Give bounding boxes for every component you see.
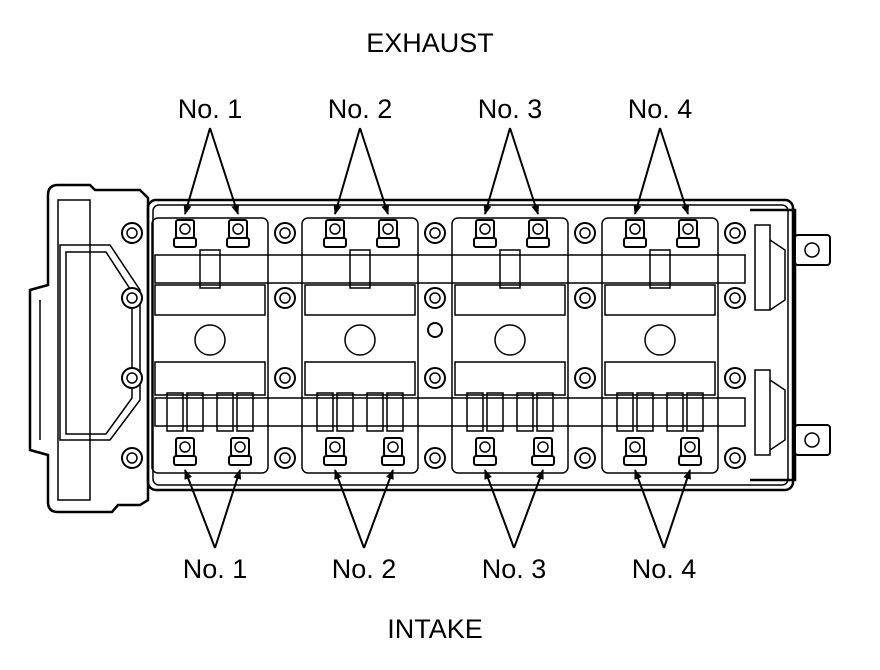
intake-cylinder-2-label: No. 2	[332, 554, 397, 584]
exhaust-valve-3a	[473, 219, 497, 248]
mounting-tab-top	[794, 234, 831, 266]
exhaust-arrow-1a	[183, 127, 211, 215]
head-bolt-11	[424, 367, 446, 389]
head-bolt-2	[121, 287, 143, 309]
intake-arrow-1a	[184, 469, 216, 549]
intake-camshaft	[154, 397, 746, 427]
cylinder-sections	[151, 217, 719, 474]
head-bolt-3	[121, 367, 143, 389]
intake-cylinder-1-label: No. 1	[183, 554, 248, 584]
head-bolt-1	[121, 222, 143, 244]
exhaust-valve-4b	[676, 219, 700, 248]
head-bolt-4	[121, 447, 143, 469]
head-bolt-8	[274, 447, 296, 469]
intake-arrow-4a	[634, 469, 665, 549]
intake-valve-4b	[678, 437, 702, 466]
exhaust-arrow-4a	[633, 127, 661, 215]
intake-side-label: INTAKE	[387, 614, 483, 644]
intake-valve-3b	[531, 437, 555, 466]
intake-arrow-2a	[334, 469, 365, 549]
intake-arrow-3b	[513, 469, 544, 549]
head-bolt-13	[574, 222, 596, 244]
intake-cylinder-3-label: No. 3	[482, 554, 547, 584]
exhaust-arrow-4b	[659, 127, 690, 215]
exhaust-valve-3b	[526, 219, 550, 248]
exhaust-arrow-3b	[509, 127, 540, 215]
intake-valve-2a	[323, 437, 347, 466]
intake-valve-1a	[173, 437, 197, 466]
pointer-arrows	[183, 127, 691, 549]
exhaust-valve-4a	[623, 219, 647, 248]
spark-plug-bore-3	[494, 324, 526, 356]
exhaust-side-label: EXHAUST	[366, 28, 494, 58]
cylinder-head-housing	[28, 183, 797, 514]
head-bolt-12	[424, 447, 446, 469]
spark-plug-bore-1	[194, 324, 226, 356]
valve-adjusters	[173, 219, 702, 466]
cylinder-section-1	[151, 217, 269, 474]
center-dowel	[427, 322, 443, 338]
intake-arrow-3a	[484, 469, 515, 549]
exhaust-cylinder-2-label: No. 2	[328, 94, 393, 124]
head-bolt-6	[274, 287, 296, 309]
exhaust-arrow-2b	[359, 127, 390, 215]
intake-arrow-4b	[663, 469, 691, 549]
intake-cylinder-4-label: No. 4	[632, 554, 697, 584]
cylinder-section-3	[451, 217, 569, 474]
exhaust-arrow-3a	[483, 127, 511, 215]
head-bolt-7	[274, 367, 296, 389]
exhaust-arrow-1b	[209, 127, 240, 215]
head-bolt-16	[574, 447, 596, 469]
head-bolts	[121, 222, 746, 469]
exhaust-valve-2b	[376, 219, 400, 248]
head-bolt-5	[274, 222, 296, 244]
head-bolt-10	[424, 287, 446, 309]
head-bolt-14	[574, 287, 596, 309]
head-bolt-17	[724, 222, 746, 244]
exhaust-cylinder-1-label: No. 1	[178, 94, 243, 124]
intake-valve-4a	[623, 437, 647, 466]
head-bolt-9	[424, 222, 446, 244]
head-bolt-20	[724, 447, 746, 469]
intake-valve-3a	[473, 437, 497, 466]
exhaust-arrow-2a	[333, 127, 361, 215]
intake-arrow-2b	[363, 469, 394, 549]
exhaust-valve-2a	[323, 219, 347, 248]
exhaust-camshaft	[154, 254, 746, 284]
head-bolt-15	[574, 367, 596, 389]
intake-valve-1b	[228, 437, 252, 466]
mounting-tab-bottom	[794, 424, 831, 456]
spark-plug-bore-2	[344, 324, 376, 356]
exhaust-valve-1a	[173, 219, 197, 248]
head-bolt-19	[724, 367, 746, 389]
intake-valve-2b	[381, 437, 405, 466]
head-bolt-18	[724, 287, 746, 309]
cylinder-section-4	[601, 217, 719, 474]
exhaust-cylinder-4-label: No. 4	[628, 94, 693, 124]
intake-arrow-1b	[214, 469, 242, 549]
cylinder-section-2	[301, 217, 419, 474]
spark-plug-bore-4	[644, 324, 676, 356]
exhaust-cylinder-3-label: No. 3	[478, 94, 543, 124]
exhaust-valve-1b	[226, 219, 250, 248]
